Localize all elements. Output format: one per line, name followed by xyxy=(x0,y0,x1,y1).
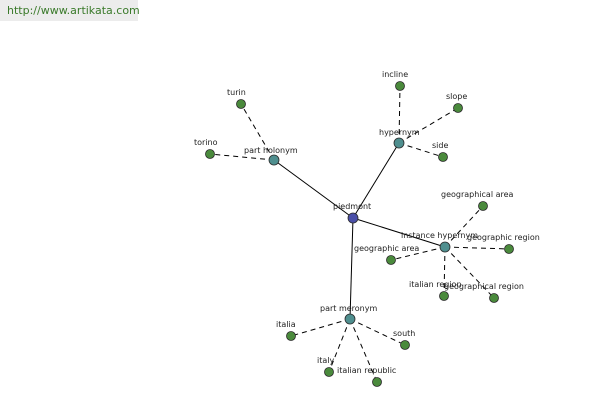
root-node-circle[interactable] xyxy=(347,212,359,224)
edge-hypernym-term-1 xyxy=(398,107,459,144)
root-label: piedmont xyxy=(333,202,371,211)
term-node-circle[interactable] xyxy=(453,103,463,113)
root-node[interactable]: piedmont xyxy=(333,202,371,224)
edge-instance-hypernym-term-2 xyxy=(444,246,495,299)
term-node[interactable]: turin xyxy=(227,88,246,109)
term-label: south xyxy=(393,329,415,338)
term-node-circle[interactable] xyxy=(439,291,449,301)
term-node[interactable]: slope xyxy=(446,92,467,113)
term-label: geographic region xyxy=(467,233,540,242)
edge-root-part-meronym xyxy=(349,217,354,320)
edge-part-meronym-term-3 xyxy=(349,318,406,346)
edge-root-hypernym xyxy=(352,142,400,219)
relation-node-instance-hypernym[interactable]: instance hypernym xyxy=(401,231,478,253)
relation-node-instance-hypernym-circle[interactable] xyxy=(439,241,451,253)
term-node-circle[interactable] xyxy=(386,255,396,265)
term-node-circle[interactable] xyxy=(205,149,215,159)
relation-label: part meronym xyxy=(320,304,377,313)
term-node-circle[interactable] xyxy=(489,293,499,303)
graph-nodes: turin torino part holonym incline slope side h… xyxy=(194,70,540,387)
term-label: italy xyxy=(317,356,334,365)
term-label: italian region xyxy=(409,280,462,289)
term-label: side xyxy=(432,141,448,150)
term-node-circle[interactable] xyxy=(395,81,405,91)
term-node-circle[interactable] xyxy=(478,201,488,211)
term-node[interactable]: geographic region xyxy=(467,233,540,254)
term-label: incline xyxy=(382,70,408,79)
term-node-circle[interactable] xyxy=(236,99,246,109)
edge-part-holonym-term-0 xyxy=(240,103,275,161)
relation-label: part holonym xyxy=(244,146,298,155)
edge-instance-hypernym-term-3 xyxy=(443,246,446,297)
term-node[interactable]: italian region xyxy=(409,280,462,301)
graph-edges xyxy=(209,85,510,383)
term-node-circle[interactable] xyxy=(504,244,514,254)
term-node[interactable]: incline xyxy=(382,70,408,91)
term-label: geographical area xyxy=(441,190,514,199)
term-label: geographic area xyxy=(354,244,419,253)
source-url-link[interactable]: http://www.artikata.com xyxy=(0,0,140,21)
edge-part-holonym-term-1 xyxy=(209,153,275,161)
term-label: slope xyxy=(446,92,467,101)
term-node[interactable]: side xyxy=(432,141,448,162)
term-node[interactable]: geographical region xyxy=(444,282,524,303)
edge-hypernym-term-2 xyxy=(398,142,444,158)
term-label: geographical region xyxy=(444,282,524,291)
term-node[interactable]: geographical area xyxy=(441,190,514,211)
term-node[interactable]: italia xyxy=(276,320,296,341)
term-label: torino xyxy=(194,138,218,147)
term-node-circle[interactable] xyxy=(438,152,448,162)
term-label: turin xyxy=(227,88,246,97)
relation-node-part-meronym-circle[interactable] xyxy=(344,313,356,325)
term-label: italian republic xyxy=(337,366,396,375)
term-node[interactable]: italian republic xyxy=(337,366,396,387)
relation-node-hypernym-circle[interactable] xyxy=(393,137,405,149)
edge-root-part-holonym xyxy=(273,159,354,219)
edge-root-instance-hypernym xyxy=(352,217,446,248)
edge-instance-hypernym-term-0 xyxy=(444,205,484,248)
term-node[interactable]: south xyxy=(393,329,415,350)
term-node-circle[interactable] xyxy=(286,331,296,341)
relation-label: hypernym xyxy=(379,128,420,137)
term-node[interactable]: torino xyxy=(194,138,218,159)
term-node[interactable]: italy xyxy=(317,356,334,377)
relation-node-part-holonym-circle[interactable] xyxy=(268,154,280,166)
edge-hypernym-term-0 xyxy=(398,85,401,144)
term-node-circle[interactable] xyxy=(372,377,382,387)
edge-part-meronym-term-2 xyxy=(349,318,378,383)
edge-instance-hypernym-term-1 xyxy=(444,246,510,250)
term-node-circle[interactable] xyxy=(400,340,410,350)
term-node-circle[interactable] xyxy=(324,367,334,377)
edge-part-meronym-term-0 xyxy=(290,318,351,337)
term-node[interactable]: geographic area xyxy=(354,244,419,265)
edge-instance-hypernym-term-4 xyxy=(390,246,446,261)
relation-label: instance hypernym xyxy=(401,231,478,240)
edge-part-meronym-term-1 xyxy=(328,318,351,373)
relation-node-hypernym[interactable]: hypernym xyxy=(379,128,420,149)
relation-node-part-meronym[interactable]: part meronym xyxy=(320,304,377,325)
relation-node-part-holonym[interactable]: part holonym xyxy=(244,146,298,166)
term-label: italia xyxy=(276,320,296,329)
